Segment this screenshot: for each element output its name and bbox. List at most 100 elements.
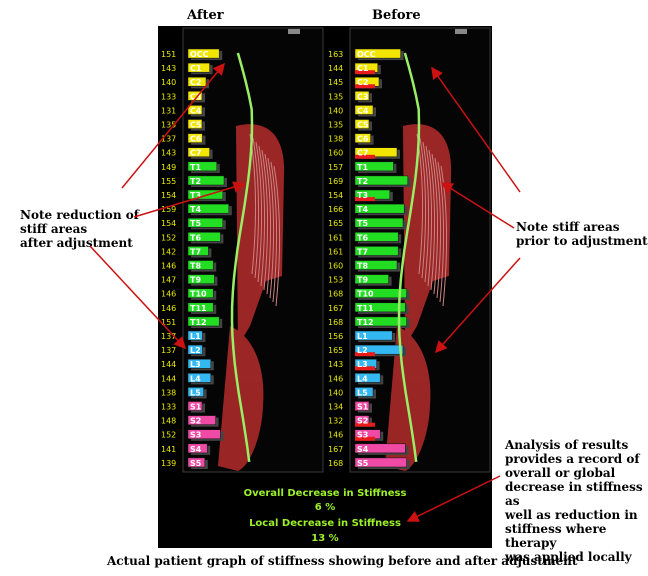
after-vertebra-label: C3 [190,92,201,101]
after-spine-curve [230,52,254,463]
before-value-label: 135 [328,121,343,130]
before-vertebra-label: T2 [357,177,368,186]
before-vertebra-label: T11 [357,304,374,313]
after-value-label: 146 [161,290,176,299]
after-bar-t12 [187,316,220,327]
before-value-label: 163 [328,50,343,59]
after-bar-t5 [187,217,224,228]
after-bar-s5 [187,457,206,468]
before-vertebra-label: C4 [357,106,369,115]
before-vertebra-label: L1 [357,332,368,341]
before-chart: OCC163C1144C2145C3135C4140C5135C6138C716… [328,27,491,473]
before-value-label: 154 [328,191,343,200]
after-vertebra-label: T4 [190,205,201,214]
before-vertebra-label: L5 [357,388,368,397]
before-bar-c6 [354,133,371,143]
before-vertebra-label: T10 [357,290,374,299]
after-value-label: 144 [161,374,176,383]
after-value-label: 140 [161,78,176,87]
before-vertebra-label: T3 [357,191,368,200]
before-stiff-marker [355,84,375,89]
before-vertebra-label: L4 [357,374,368,383]
before-vertebra-label: C1 [357,64,369,73]
before-value-label: 167 [328,304,343,313]
after-vertebra-label: T6 [190,233,201,242]
before-value-label: 143 [328,360,343,369]
before-vertebra-label: C6 [357,135,369,144]
before-scroll-thumb[interactable] [455,29,467,34]
after-vertebra-label: T9 [190,276,201,285]
before-vertebra-label: C2 [357,78,368,87]
after-vertebra-label: T11 [190,304,207,313]
before-value-label: 165 [328,219,343,228]
before-bar-t6 [354,232,399,242]
before-bar-c4 [354,105,374,115]
after-vertebra-label: C7 [190,149,201,158]
after-value-label: 154 [161,219,176,228]
after-vertebra-label: T3 [190,191,201,200]
after-bar-l3 [187,358,212,369]
before-vertebra-label: L2 [357,346,368,355]
before-vertebra-label: OCC [357,50,376,59]
after-value-label: 146 [161,304,176,313]
after-bar-l1 [187,330,203,341]
after-vertebra-label: T10 [190,290,207,299]
before-bar-s1 [354,401,370,411]
after-value-label: 154 [161,191,176,200]
after-vertebra-label: T1 [190,163,201,172]
after-value-label: 135 [161,121,176,130]
after-value-label: 133 [161,403,176,412]
after-value-label: 139 [161,459,176,468]
before-value-label: 146 [328,431,343,440]
before-vertebra-label: T8 [357,262,368,271]
after-title: After [187,8,224,23]
before-bar-t12 [354,316,407,327]
before-bar-t11 [354,302,406,313]
before-value-label: 145 [328,78,343,87]
before-bar-t9 [354,274,389,284]
local-decrease-label: Local Decrease in Stiffness [249,518,401,529]
before-vertebra-label: T5 [357,219,368,228]
after-note: Note reduction of stiff areas after adju… [20,208,139,250]
figure-caption: Actual patient graph of stiffness showin… [107,554,578,568]
before-bar-l1 [354,330,393,341]
before-value-label: 160 [328,262,343,271]
after-scroll-thumb[interactable] [288,29,300,34]
before-value-label: 146 [328,374,343,383]
after-value-label: 141 [161,445,176,454]
before-stiff-marker [355,70,375,75]
after-bar-s3 [187,429,221,440]
before-vertebra-label: S3 [357,431,368,440]
after-value-label: 149 [161,163,176,172]
after-vertebra-label: S3 [190,431,201,440]
after-vertebra-label: T8 [190,262,201,271]
before-bar-t1 [354,161,394,172]
before-bar-t10 [354,288,407,299]
after-value-label: 143 [161,64,176,73]
before-value-label: 169 [328,177,343,186]
before-vertebra-label: T6 [357,233,368,242]
after-value-label: 137 [161,135,176,144]
after-value-label: 151 [161,50,176,59]
after-bar-t7 [187,246,209,256]
before-value-label: 161 [328,233,343,242]
after-bar-s1 [187,401,203,411]
after-vertebra-label: C1 [190,64,202,73]
after-vertebra-label: C5 [190,121,202,130]
after-value-label: 144 [161,360,176,369]
before-vertebra-label: C3 [357,92,368,101]
before-bar-t4 [354,203,405,214]
after-value-label: 152 [161,431,176,440]
before-bar-t2 [354,175,409,186]
overall-decrease-value: 6 % [314,502,336,513]
before-bar-c3 [354,91,370,101]
after-bar-t9 [187,274,215,284]
before-value-label: 132 [328,417,343,426]
after-vertebra-label: L5 [190,388,201,397]
after-vertebra-label: C4 [190,106,202,115]
after-value-label: 137 [161,332,176,341]
after-bar-l4 [187,373,212,383]
after-vertebra-label: S5 [190,459,202,468]
analysis-note: Analysis of results provides a record of… [505,438,643,564]
